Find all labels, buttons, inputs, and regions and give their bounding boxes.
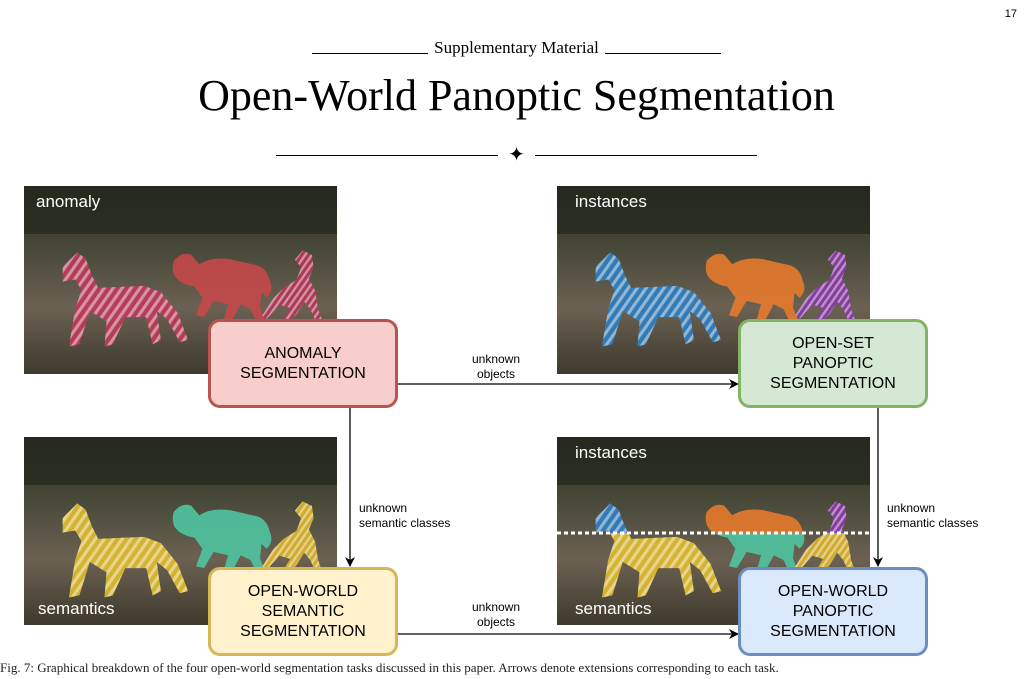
box-anomaly-line1: ANOMALY: [264, 344, 342, 362]
arrow-label-left: unknown semantic classes: [359, 501, 450, 531]
box-openset-line2: PANOPTIC: [792, 354, 874, 372]
box-open-world-semantic: OPEN-WORLD SEMANTIC SEGMENTATION: [208, 567, 398, 656]
panel-label-combined-semantics: semantics: [575, 599, 652, 618]
box-anomaly-segmentation: ANOMALY SEGMENTATION: [208, 319, 398, 408]
panel-label-semantics: semantics: [38, 599, 115, 618]
arrow-label-bottom-line1: unknown: [471, 600, 521, 614]
panel-label-combined-instances: instances: [575, 443, 647, 462]
arrow-label-top-line2: objects: [476, 367, 516, 381]
anomaly-image: [24, 186, 337, 374]
combined-image: [557, 437, 870, 625]
box-ows-line1: OPEN-WORLD: [247, 582, 359, 600]
instances-image: [557, 186, 870, 374]
arrow-label-bottom-line2: objects: [476, 615, 516, 629]
box-owp-line1: OPEN-WORLD: [777, 582, 889, 600]
arrow-label-left-line1: unknown: [359, 501, 408, 515]
box-openset-line1: OPEN-SET: [792, 334, 874, 352]
supplementary-label: Supplementary Material: [434, 38, 599, 57]
ornament-rule-right: [534, 155, 757, 157]
arrow-label-top-line1: unknown: [471, 352, 521, 366]
header-rule-right: [604, 52, 721, 54]
arrow-label-top: unknown objects: [448, 352, 544, 382]
figure-caption: Fig. 7: Graphical breakdown of the four …: [0, 660, 779, 675]
star-ornament-icon: ✦: [508, 144, 525, 166]
box-ows-line2: SEMANTIC: [261, 602, 345, 620]
photo-anomaly: anomaly: [24, 186, 337, 374]
photo-combined: instances semantics: [557, 437, 870, 625]
box-ows-line3: SEGMENTATION: [240, 622, 366, 640]
page-number: 17: [1004, 8, 1017, 20]
arrow-label-left-line2: semantic classes: [359, 516, 451, 530]
box-open-world-panoptic: OPEN-WORLD PANOPTIC SEGMENTATION: [738, 567, 928, 656]
box-anomaly-line2: SEGMENTATION: [240, 364, 366, 382]
arrow-label-right-line1: unknown: [887, 501, 936, 515]
box-owp-line2: PANOPTIC: [792, 602, 874, 620]
arrow-label-bottom: unknown objects: [448, 600, 544, 630]
arrow-label-right-line2: semantic classes: [887, 516, 979, 530]
page-title: Open-World Panoptic Segmentation: [198, 71, 835, 120]
title-ornament: ✦: [0, 142, 1033, 167]
box-open-set-panoptic: OPEN-SET PANOPTIC SEGMENTATION: [738, 319, 928, 408]
header-rule-left: [312, 52, 429, 54]
panel-label-instances: instances: [575, 192, 647, 211]
arrow-label-right: unknown semantic classes: [887, 501, 978, 531]
ornament-rule-left: [276, 155, 499, 157]
box-openset-line3: SEGMENTATION: [770, 374, 896, 392]
panel-label-anomaly: anomaly: [36, 192, 101, 211]
supplementary-header: Supplementary Material: [0, 38, 1033, 58]
box-owp-line3: SEGMENTATION: [770, 622, 896, 640]
